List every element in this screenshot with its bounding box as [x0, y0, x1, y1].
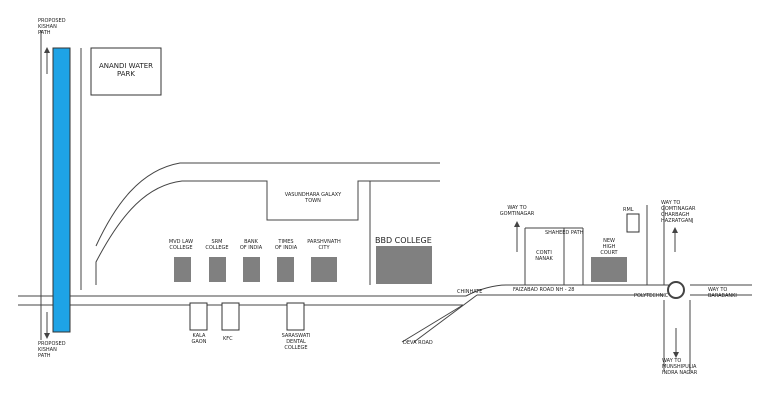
proposed-bottom-line-1: PROPOSED	[38, 341, 66, 347]
kala-gaon-label: KALA GAON	[182, 333, 216, 345]
way-gomtinagar-line-2: GOMTINAGAR	[499, 211, 535, 217]
way-barabanki-line-2: BARABANKI	[708, 293, 737, 299]
north-curve-road-inner	[95, 180, 440, 285]
high-court-line-3: COURT	[600, 250, 618, 256]
proposed-top-line-2: KISHAN	[38, 24, 57, 30]
parshvnath-label: PARSHVNATH CITY	[300, 239, 348, 251]
polytechnic-label: POLYTECHNIC	[634, 293, 669, 299]
parshvnath-building	[311, 257, 337, 282]
proposed-top-line-1: PROPOSED	[38, 18, 66, 24]
srm-line-2: COLLEGE	[205, 245, 229, 251]
mvd-law-label: MVD LAW COLLEGE	[163, 239, 199, 251]
water-park-box	[90, 47, 162, 96]
bank-label: BANK OF INDIA	[235, 239, 267, 251]
high-court-label: NEW HIGH COURT	[591, 238, 627, 256]
parshvnath-line-1: PARSHVNATH	[307, 239, 341, 245]
way-northeast-line-1: WAY TO	[661, 200, 681, 206]
vasundhara-line-1: VASUNDHARA GALAXY	[284, 192, 342, 198]
deva-road-label: DEVA ROAD	[403, 340, 433, 346]
way-northeast-line-2: GOMTINAGAR	[661, 206, 696, 212]
times-building	[277, 257, 294, 282]
north-curve-road-outer	[95, 162, 440, 247]
shaheed-path-label: SHAHEED PATH	[545, 230, 584, 236]
dental-line-3: COLLEGE	[284, 345, 308, 351]
high-court-line-1: NEW	[603, 238, 615, 244]
conti-line-2: NANAK	[535, 256, 553, 262]
kala-gaon-line-2: GAON	[191, 339, 207, 345]
dental-line-1: SARASWATI	[281, 333, 311, 339]
way-south-line-1: WAY TO	[662, 358, 682, 364]
proposed-bottom-line-2: KISHAN	[38, 347, 57, 353]
bbd-road-boundary	[369, 180, 440, 285]
chinhate-label: CHINHATE	[457, 289, 483, 295]
way-south-line-2: MUNSHIPULIA	[662, 364, 697, 370]
high-court-line-2: HIGH	[602, 244, 616, 250]
bank-line-1: BANK	[244, 239, 258, 245]
dental-college-label: SARASWATI DENTAL COLLEGE	[272, 333, 320, 351]
times-label: TIMES OF INDIA	[270, 239, 302, 251]
mvd-law-line-1: MVD LAW	[168, 239, 194, 245]
dental-line-2: DENTAL	[286, 339, 306, 345]
way-barabanki-label: WAY TO BARABANKI	[708, 287, 737, 299]
way-northeast-line-4: HAZRATGANJ	[661, 218, 694, 224]
proposed-path-top-label: PROPOSED KISHAN PATH	[38, 18, 66, 36]
times-line-1: TIMES	[278, 239, 294, 245]
kfc-label: KFC	[223, 336, 233, 342]
parshvnath-line-2: CITY	[318, 245, 330, 251]
rml-box	[626, 213, 640, 233]
conti-label: CONTI NANAK	[528, 250, 560, 262]
deva-road-left-edge	[401, 304, 464, 343]
deva-road-right-edge	[413, 294, 478, 343]
way-northeast-label: WAY TO GOMTINAGAR CHARBAGH HAZRATGANJ	[661, 200, 696, 224]
water-park-label: ANANDI WATER PARK	[92, 62, 160, 78]
bbd-college-building	[376, 246, 432, 284]
bbd-college-label: BBD COLLEGE	[375, 236, 432, 245]
way-gomtinagar-label: WAY TO GOMTINAGAR	[494, 205, 540, 217]
faizabad-road-label: FAIZABAD ROAD NH - 28	[513, 287, 575, 293]
proposed-bottom-line-3: PATH	[38, 353, 51, 359]
dental-college-box	[286, 302, 305, 331]
times-line-2: OF INDIA	[274, 245, 298, 251]
kishan-path-highway	[52, 47, 71, 333]
way-barabanki-line-1: WAY TO	[708, 287, 728, 293]
bank-building	[243, 257, 260, 282]
way-gomtinagar-line-1: WAY TO	[507, 205, 527, 211]
diagonal-road-upper	[465, 284, 507, 297]
way-south-line-3: INDRA NAGAR	[662, 370, 698, 376]
vasundhara-line-2: TOWN	[305, 198, 321, 204]
mvd-law-line-2: COLLEGE	[169, 245, 193, 251]
kala-gaon-line-1: KALA	[192, 333, 206, 339]
mvd-law-building	[174, 257, 191, 282]
proposed-path-bottom-label: PROPOSED KISHAN PATH	[38, 341, 66, 359]
srm-building	[209, 257, 226, 282]
srm-line-1: SRM	[211, 239, 223, 245]
srm-label: SRM COLLEGE	[202, 239, 232, 251]
water-park-line-2: PARK	[116, 70, 136, 78]
way-south-label: WAY TO MUNSHIPULIA INDRA NAGAR	[662, 358, 697, 376]
proposed-top-line-3: PATH	[38, 30, 51, 36]
vasundhara-label: VASUNDHARA GALAXY TOWN	[274, 192, 352, 204]
kfc-box	[221, 302, 240, 331]
high-court-building	[591, 257, 627, 282]
bank-line-2: OF INDIA	[239, 245, 263, 251]
way-northeast-line-3: CHARBAGH	[661, 212, 690, 218]
water-park-line-1: ANANDI WATER	[98, 62, 154, 70]
conti-line-1: CONTI	[536, 250, 552, 256]
rml-label: RML	[623, 207, 634, 213]
kala-gaon-box	[189, 302, 208, 331]
polytechnic-roundabout	[667, 281, 685, 299]
